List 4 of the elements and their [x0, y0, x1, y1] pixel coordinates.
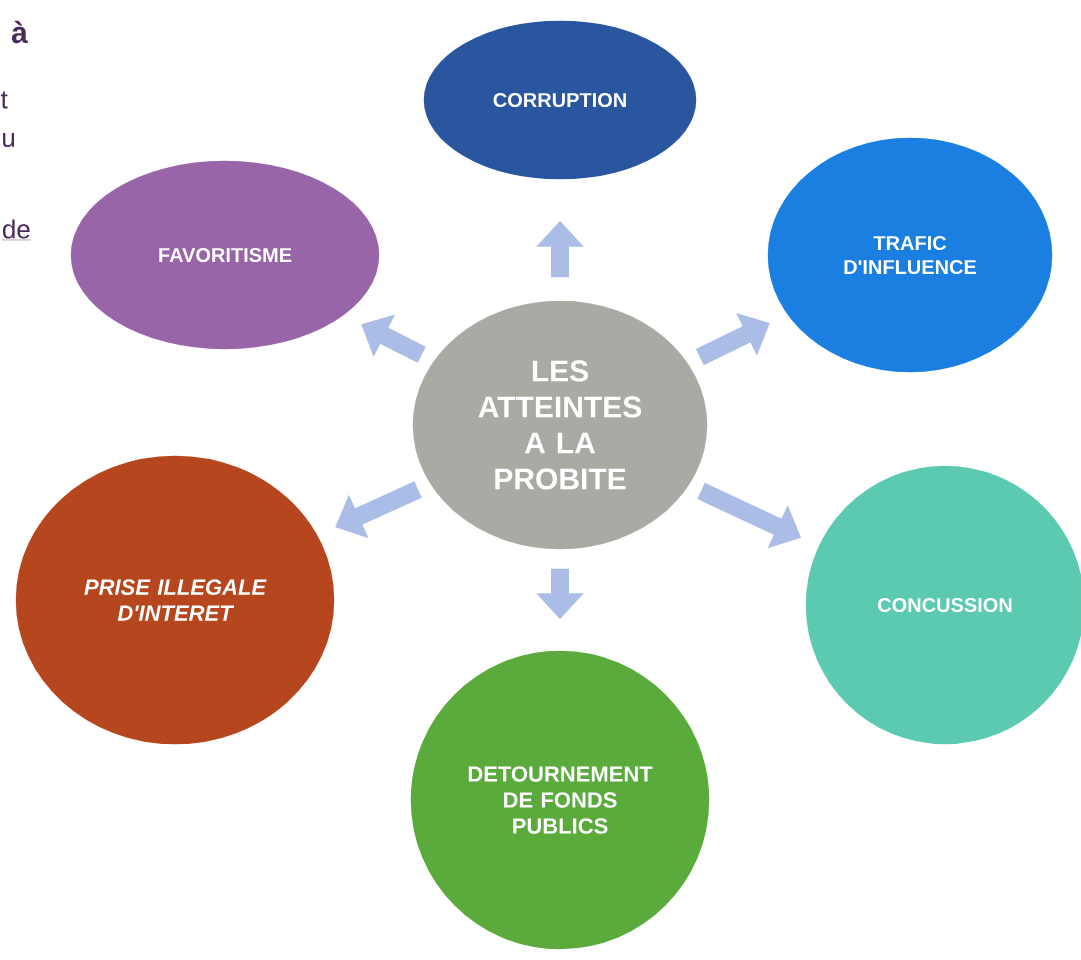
text-fragment: u: [3, 133, 15, 147]
text-fragment: à: [11, 20, 28, 44]
text-fragment: t: [1, 91, 8, 109]
text-fragment: de: [1, 219, 31, 241]
